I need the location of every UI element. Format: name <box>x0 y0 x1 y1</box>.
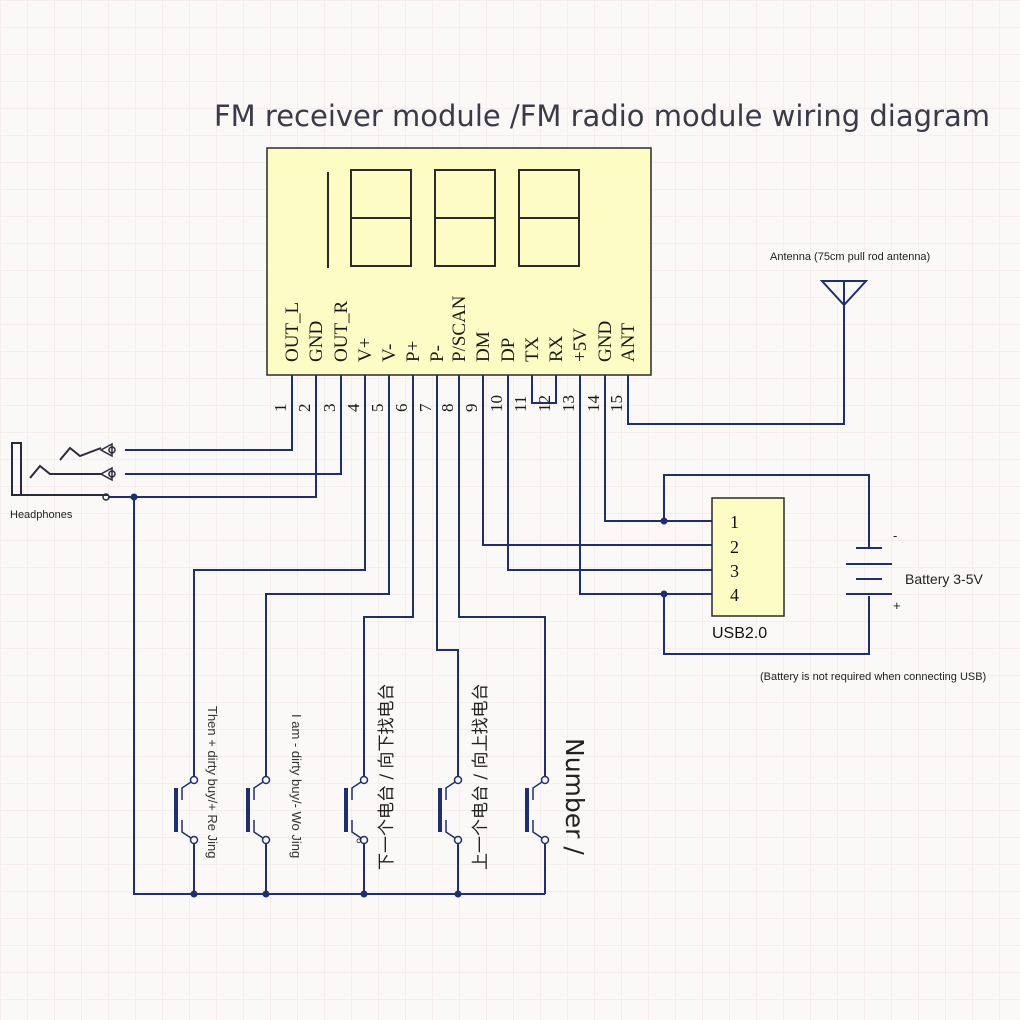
button-labels: Then + dirty buy/+ Re Jing I am - dirty … <box>205 683 589 870</box>
pin-label-15: ANT <box>618 323 639 362</box>
pin-number-13: 13 <box>559 395 578 412</box>
pin-label-1: OUT_L <box>282 302 303 362</box>
pin-label-4: V+ <box>355 338 376 362</box>
pin-label-13: +5V <box>570 328 591 362</box>
battery: - + Battery 3-5V (Battery is not require… <box>760 528 986 683</box>
headphone-jack: Headphones <box>10 442 116 521</box>
headphones-label: Headphones <box>10 509 73 521</box>
push-button-4 <box>438 775 463 845</box>
jack-contact-arrow <box>99 442 113 458</box>
pin-label-10: DP <box>498 338 519 362</box>
battery-note: (Battery is not required when connecting… <box>760 671 986 683</box>
pin-number-6: 6 <box>392 404 411 413</box>
usb-pin-1: 1 <box>730 512 739 532</box>
pin-label-5: V- <box>379 344 400 362</box>
usb-pin-2: 2 <box>730 537 739 557</box>
pin-label-8: P/SCAN <box>449 295 470 362</box>
pin-label-11: TX <box>522 336 543 362</box>
pin-number-4: 4 <box>344 403 363 412</box>
seven-segment-display <box>327 169 580 268</box>
usb-pin-4: 4 <box>730 585 739 605</box>
wires <box>108 305 870 895</box>
push-button-5 <box>525 775 550 845</box>
pin-number-14: 14 <box>584 395 603 413</box>
push-button-2 <box>246 775 271 845</box>
pin-number-3: 3 <box>320 404 339 413</box>
pin-number-11: 11 <box>511 396 530 412</box>
pin-label-6: P+ <box>403 341 424 362</box>
antenna-label: Antenna (75cm pull rod antenna) <box>770 251 930 263</box>
pin-label-3: OUT_R <box>331 300 352 362</box>
pin-number-9: 9 <box>462 404 481 413</box>
button-2-label: I am - dirty buy/- Wo Jing <box>289 714 304 858</box>
module-body <box>266 147 652 376</box>
usb-connector: 1 2 3 4 USB2.0 <box>711 497 785 642</box>
button-3-mark: 。 <box>356 830 370 846</box>
antenna: Antenna (75cm pull rod antenna) <box>770 251 930 307</box>
pin-number-8: 8 <box>438 404 457 413</box>
button-4-label: 上一个电台 / 向上找电台 <box>471 683 491 870</box>
pin-number-7: 7 <box>416 403 435 412</box>
usb-pin-3: 3 <box>730 561 739 581</box>
pin-label-12: RX <box>546 335 567 362</box>
usb-body <box>711 497 785 617</box>
pin-number-2: 2 <box>295 404 314 413</box>
battery-minus: - <box>893 528 897 543</box>
usb-label: USB2.0 <box>712 625 767 642</box>
battery-plus: + <box>893 598 901 613</box>
diagram-title: FM receiver module /FM radio module wiri… <box>214 99 990 133</box>
jack-contact-arrow <box>99 466 113 482</box>
pin-number-15: 15 <box>607 395 626 412</box>
push-button-3 <box>344 775 369 845</box>
button-3-label: 下一个电台 / 向下找电台 <box>377 683 397 870</box>
jack-sleeve <box>11 442 22 496</box>
pin-label-2: GND <box>306 321 327 362</box>
pin-number-10: 10 <box>487 395 506 412</box>
push-buttons <box>174 775 550 845</box>
pin-number-5: 5 <box>368 404 387 413</box>
battery-label: Battery 3-5V <box>905 571 983 587</box>
pin-label-7: P- <box>427 345 448 362</box>
pin-label-9: DM <box>473 331 494 362</box>
pin-label-14: GND <box>595 321 616 362</box>
button-1-label: Then + dirty buy/+ Re Jing <box>205 706 220 858</box>
junction-dots <box>130 493 668 898</box>
push-button-1 <box>174 775 199 845</box>
pin-number-1: 1 <box>271 404 290 413</box>
button-5-label: Number / <box>560 738 589 855</box>
